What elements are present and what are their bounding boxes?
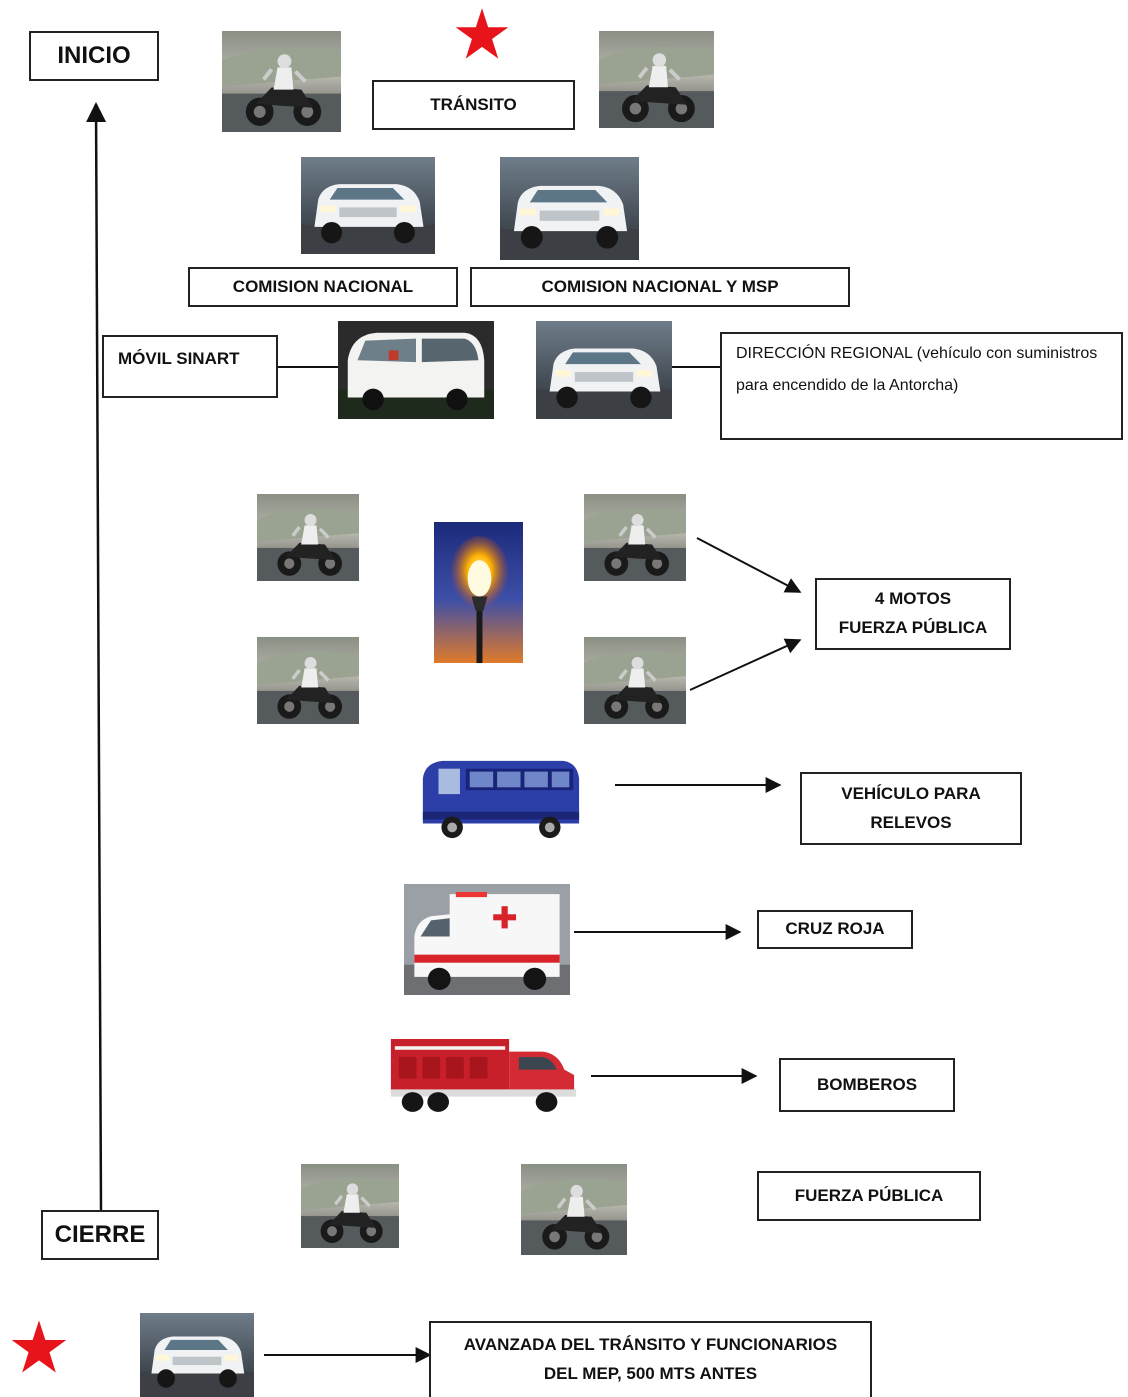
pickup-truck-icon — [536, 321, 672, 419]
motos-arrow-top — [696, 537, 802, 593]
fuerza-publica-label: FUERZA PÚBLICA — [757, 1171, 981, 1221]
cruz-roja-label: CRUZ ROJA — [757, 910, 913, 949]
star-icon-bottom — [8, 1318, 70, 1376]
torch-icon — [434, 522, 523, 663]
movil-sinart-label: MÓVIL SINART — [102, 335, 278, 398]
return-arrow — [86, 102, 107, 1211]
motos-line-1: 4 MOTOS — [874, 589, 952, 609]
motorcycle-icon — [222, 31, 341, 132]
motorcycle-icon — [584, 637, 686, 724]
motorcycle-icon — [521, 1164, 627, 1255]
comision-nacional-label: COMISION NACIONAL — [188, 267, 458, 307]
cierre-label: CIERRE — [41, 1210, 159, 1260]
motorcycle-icon — [257, 637, 359, 724]
bomberos-label: BOMBEROS — [779, 1058, 955, 1112]
motos-arrow-bottom — [689, 638, 802, 691]
avanzada-line-1: AVANZADA DEL TRÁNSITO Y FUNCIONARIOS — [463, 1335, 838, 1355]
relevos-line-2: RELEVOS — [870, 812, 952, 832]
transito-label: TRÁNSITO — [372, 80, 575, 130]
motorcycle-icon — [301, 1164, 399, 1248]
comision-nacional-msp-label: COMISION NACIONAL Y MSP — [470, 267, 850, 307]
ambulance-icon — [404, 884, 570, 995]
inicio-label: INICIO — [29, 31, 159, 81]
van-icon — [338, 321, 494, 419]
motorcycle-icon — [584, 494, 686, 581]
bus-icon — [417, 755, 583, 843]
motos-line-2: FUERZA PÚBLICA — [838, 618, 988, 637]
vehiculo-relevos-label: VEHÍCULO PARA RELEVOS — [800, 772, 1022, 845]
relevos-line-1: VEHÍCULO PARA — [841, 783, 981, 803]
avanzada-label: AVANZADA DEL TRÁNSITO Y FUNCIONARIOS DEL… — [429, 1321, 872, 1397]
avanzada-line-2: DEL MEP, 500 MTS ANTES — [543, 1364, 758, 1383]
direccion-regional-label: DIRECCIÓN REGIONAL (vehículo con suminis… — [720, 332, 1123, 440]
pickup-truck-icon — [140, 1313, 254, 1397]
pickup-truck-icon — [301, 157, 435, 254]
star-icon-top — [452, 6, 512, 62]
motorcycle-icon — [257, 494, 359, 581]
motos-fuerza-publica-label: 4 MOTOS FUERZA PÚBLICA — [815, 578, 1011, 650]
motorcycle-icon — [599, 31, 714, 128]
fire-truck-icon — [385, 1030, 582, 1120]
pickup-truck-icon — [500, 157, 639, 260]
